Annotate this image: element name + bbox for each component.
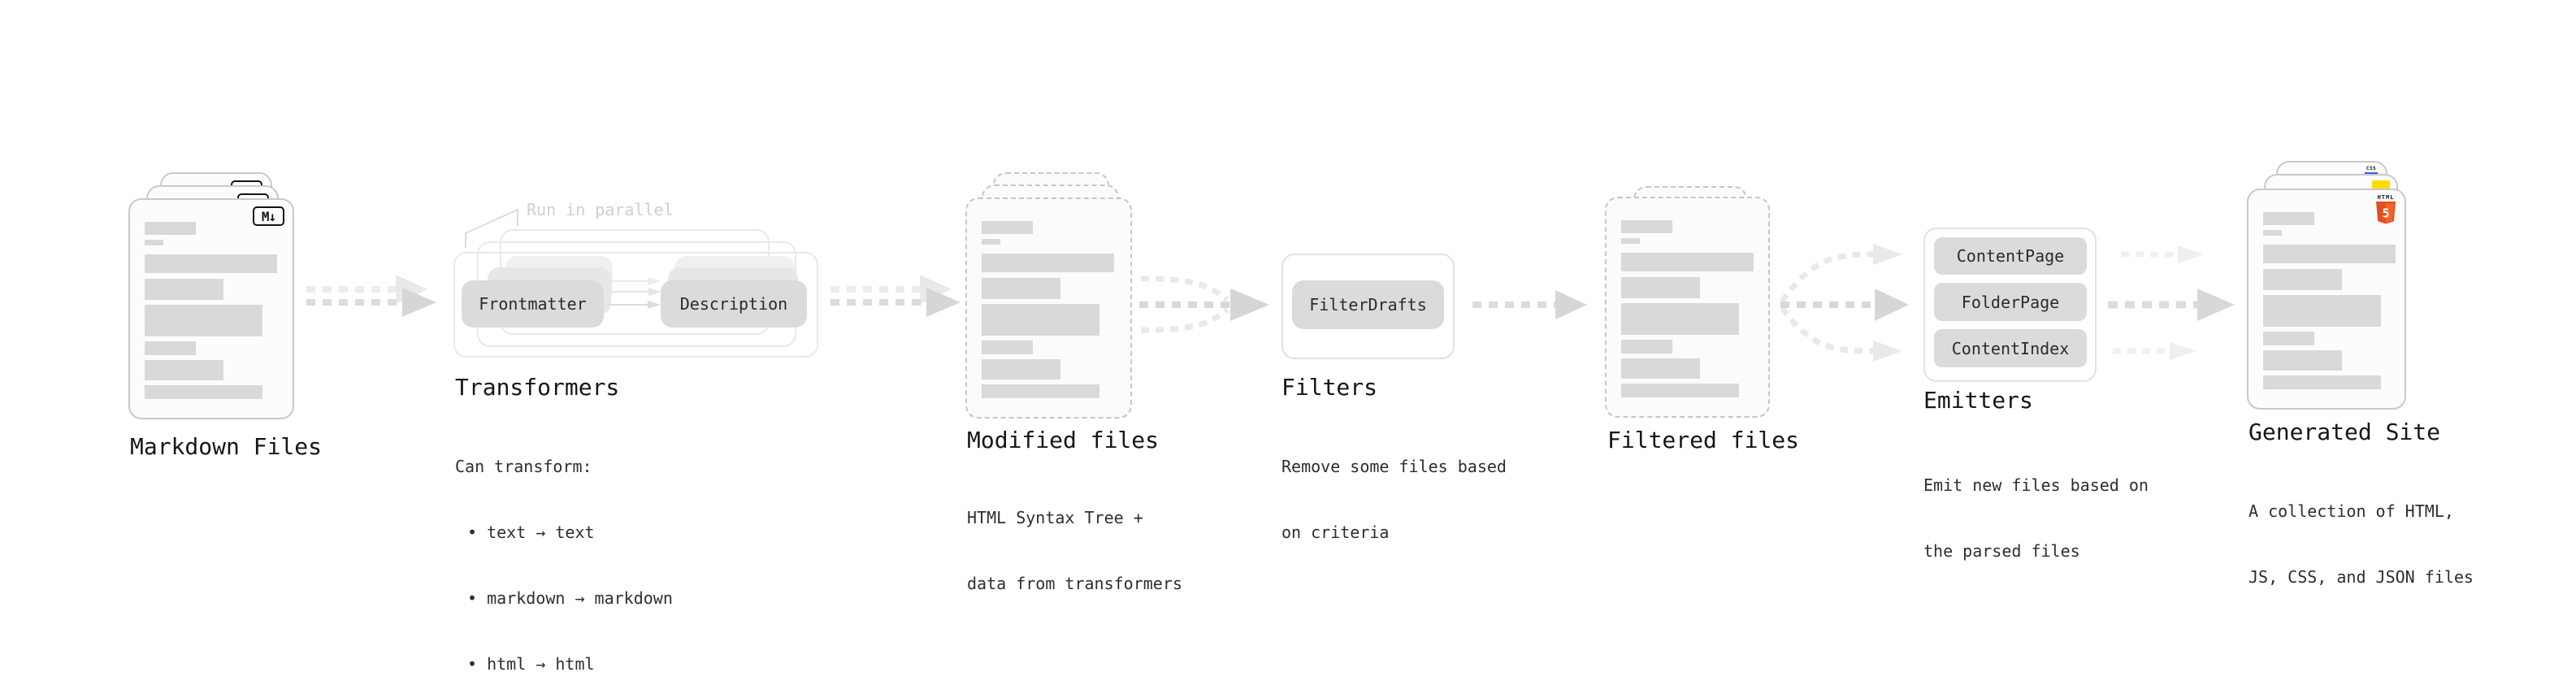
flow-arrow <box>1472 290 1587 319</box>
pill-arrow-icon <box>607 301 661 309</box>
content-lines <box>145 222 277 399</box>
flow-arrow <box>830 275 961 317</box>
transformer-box-front <box>453 252 818 358</box>
content-lines <box>982 221 1114 398</box>
stage-title-filters: Filters <box>1281 374 1378 401</box>
stage-description-generated: A collection of HTML, JS, CSS, and JSON … <box>2249 457 2474 632</box>
emitter-output-arrow <box>2121 245 2205 263</box>
stage-title-markdown: Markdown Files <box>130 433 323 460</box>
content-lines <box>2263 212 2396 389</box>
modified-file-card-front <box>965 197 1132 419</box>
emitter-pill-folderpage: FolderPage <box>1934 283 2087 321</box>
run-in-parallel-note: Run in parallel <box>527 200 674 219</box>
emitter-output-arrow <box>2108 288 2235 321</box>
description-pill: Description <box>661 280 807 327</box>
emitter-output-arrow <box>2113 342 2197 360</box>
pill-arrow-icon <box>611 288 661 296</box>
desc-line: • text → text <box>467 523 595 542</box>
desc-line: on criteria <box>1281 523 1390 542</box>
desc-line: Emit new files based on <box>1923 475 2149 495</box>
stage-title-modified: Modified files <box>967 427 1160 453</box>
css-icon-bar <box>2365 172 2378 175</box>
stage-description-emitters: Emit new files based on the parsed files <box>1923 431 2149 606</box>
stage-description-filters: Remove some files based on criteria <box>1281 412 1507 588</box>
stage-title-transformers: Transformers <box>455 374 620 401</box>
markdown-icon: M↓ <box>253 206 284 226</box>
desc-line: HTML Syntax Tree + <box>967 508 1143 527</box>
desc-line: Can transform: <box>455 457 592 476</box>
fan-in-arrow <box>1139 275 1269 333</box>
stage-description-modified: HTML Syntax Tree + data from transformer… <box>967 463 1182 639</box>
pill-arrow-icon <box>613 277 661 285</box>
desc-line: data from transformers <box>967 574 1182 593</box>
stage-description-transformers: Can transform: • text → text • markdown … <box>455 412 673 681</box>
run-in-parallel-connector <box>465 208 518 248</box>
filtered-file-card-front <box>1605 197 1770 418</box>
desc-line: A collection of HTML, <box>2249 501 2454 521</box>
desc-line: JS, CSS, and JSON files <box>2249 567 2474 587</box>
desc-line: Remove some files based <box>1281 457 1507 476</box>
css-icon-label: CSS <box>2366 166 2377 171</box>
stage-title-generated: Generated Site <box>2249 419 2441 445</box>
desc-line: • markdown → markdown <box>467 588 673 608</box>
js-icon <box>2372 180 2390 191</box>
desc-line: the parsed files <box>1923 541 2080 561</box>
stage-title-emitters: Emitters <box>1923 387 2033 414</box>
emitter-pill-contentindex: ContentIndex <box>1934 329 2087 367</box>
html5-shield-icon: 5 <box>2376 202 2396 224</box>
css-icon: CSS <box>2363 167 2379 175</box>
stage-title-filtered: Filtered files <box>1607 427 1800 453</box>
desc-line: • html → html <box>467 654 595 674</box>
flow-arrow <box>306 275 436 317</box>
html5-icon-number: 5 <box>2382 206 2389 221</box>
frontmatter-pill: Frontmatter <box>462 280 604 327</box>
content-lines <box>1621 220 1754 397</box>
html5-icon: HTML 5 <box>2374 195 2398 227</box>
filterdrafts-pill: FilterDrafts <box>1292 280 1444 329</box>
generated-file-card-html: HTML 5 <box>2247 189 2406 410</box>
html5-icon-label: HTML <box>2377 194 2395 201</box>
markdown-file-card-front: M↓ <box>128 198 294 419</box>
emitter-pill-contentpage: ContentPage <box>1934 237 2087 275</box>
fan-out-arrow <box>1780 244 1909 362</box>
